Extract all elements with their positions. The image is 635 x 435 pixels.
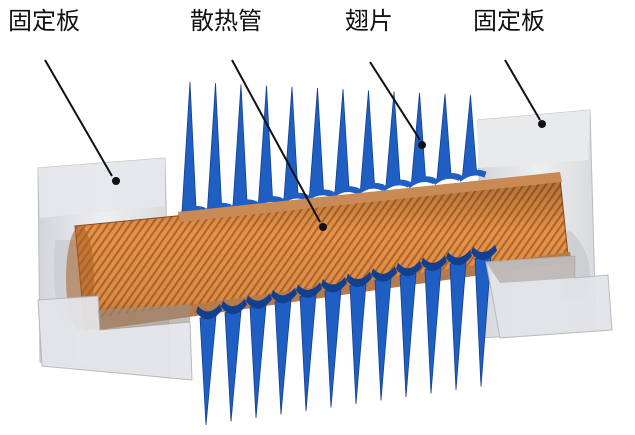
top-fin [407,92,436,189]
leader-line-pipe [231,59,321,223]
bottom-fin [321,277,347,408]
leader-line-right-plate [504,59,541,121]
bottom-fin [346,271,372,405]
bottom-fin [471,244,497,387]
leader-dot-right-plate [538,120,546,128]
leader-lines [44,59,541,223]
top-fin [178,81,206,218]
top-fins [178,81,487,218]
bottom-fin [446,250,472,391]
label-fin: 翅片 [345,7,393,35]
top-fin [280,86,308,205]
label-fixing-plate-right: 固定板 [473,7,545,35]
left-plate-front [37,295,193,381]
bottom-fin [196,304,222,426]
top-fin [305,87,334,202]
right-plate-front [485,255,613,339]
leader-dots [112,120,546,231]
bottom-fin [296,282,322,412]
leader-dot-fin [418,141,426,149]
leader-dot-pipe [319,223,327,231]
top-fin [203,83,232,215]
top-fin [229,84,257,212]
leader-line-fin [369,61,421,141]
top-fin [254,85,283,209]
top-fin [382,91,410,192]
leader-dot-left-plate [112,177,120,185]
top-fin [458,95,487,182]
bottom-fin [371,266,397,401]
label-heat-pipe: 散热管 [190,7,262,35]
top-fin [433,93,461,185]
bottom-fin [271,287,297,415]
leader-line-left-plate [44,59,113,177]
bottom-fin [221,298,247,422]
bottom-fin [421,255,447,394]
label-fixing-plate-left: 固定板 [8,7,80,35]
top-fin [331,89,359,199]
bottom-fin [396,260,422,398]
bottom-fins [196,244,497,426]
bottom-fin [246,293,272,419]
top-fin [356,90,385,195]
